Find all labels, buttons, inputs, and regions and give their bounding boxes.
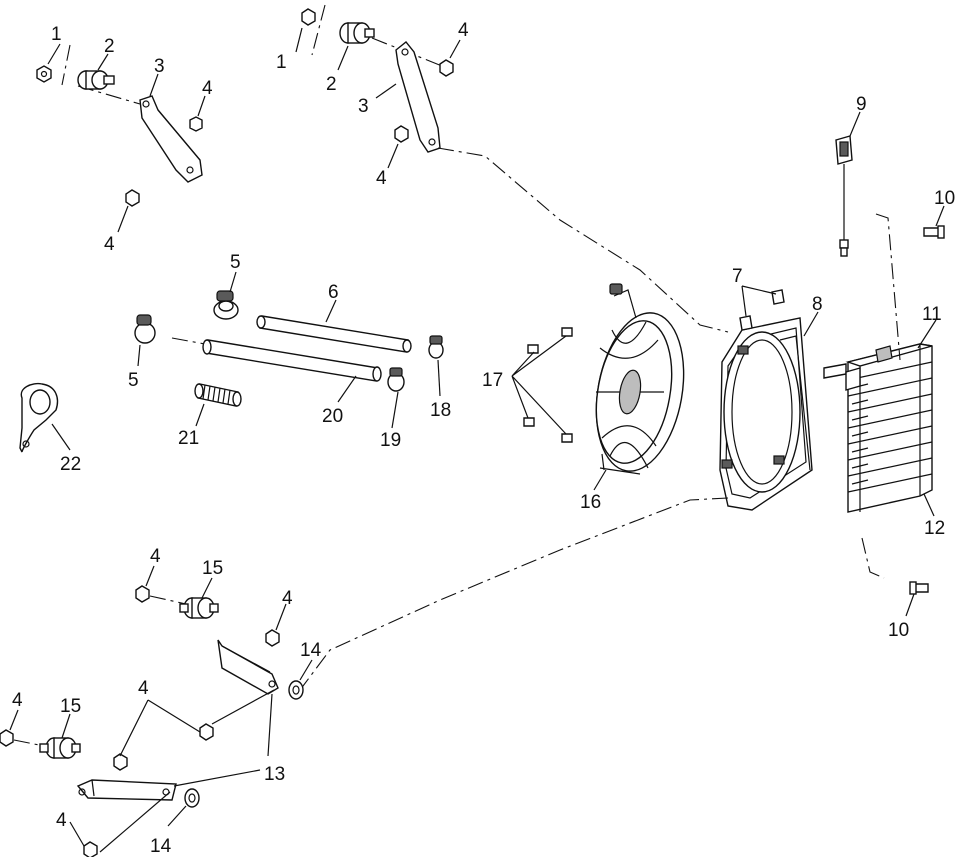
callout-2: 2 bbox=[104, 36, 115, 57]
callout-5: 5 bbox=[230, 252, 241, 273]
isolator-part-2 bbox=[77, 70, 115, 90]
callout-22: 22 bbox=[60, 454, 81, 475]
callout-12: 12 bbox=[924, 518, 945, 539]
nut-part-4 bbox=[394, 125, 409, 143]
nut-part-4 bbox=[199, 723, 214, 741]
callout-1: 1 bbox=[51, 24, 62, 45]
isolator-part-15 bbox=[179, 597, 219, 619]
nut-part-1 bbox=[36, 65, 52, 83]
radiator-part-11 bbox=[823, 343, 933, 513]
bracket-part-3 bbox=[139, 95, 203, 183]
lower-mount-lower bbox=[0, 699, 214, 857]
leader-line bbox=[211, 689, 275, 725]
bracket-part-13 bbox=[76, 779, 177, 801]
assembly-line bbox=[861, 537, 885, 579]
callout-2: 2 bbox=[326, 74, 337, 95]
clip-part-22 bbox=[19, 382, 59, 453]
callout-14: 14 bbox=[300, 640, 322, 661]
callout-4: 4 bbox=[56, 810, 67, 831]
callout-4: 4 bbox=[12, 690, 23, 711]
callout-17: 17 bbox=[482, 370, 503, 391]
isolator-part-2 bbox=[339, 22, 375, 44]
callout-7: 7 bbox=[732, 266, 743, 287]
callout-18: 18 bbox=[430, 400, 451, 421]
callout-21: 21 bbox=[178, 428, 199, 449]
callout-6: 6 bbox=[328, 282, 339, 303]
bolt-part-10 bbox=[909, 581, 929, 595]
lower-mount-upper bbox=[135, 565, 313, 700]
nut-part-4 bbox=[113, 753, 128, 771]
hose-group bbox=[19, 271, 444, 453]
callout-9: 9 bbox=[856, 94, 867, 115]
callout-10: 10 bbox=[934, 188, 955, 209]
hose-part-6 bbox=[256, 315, 412, 353]
callout-10: 10 bbox=[888, 620, 909, 641]
nut-part-4 bbox=[189, 116, 203, 132]
callout-11: 11 bbox=[922, 304, 942, 325]
bolt-part-10 bbox=[923, 225, 945, 239]
hose-part-20 bbox=[202, 339, 382, 382]
sleeve-part-21 bbox=[194, 383, 242, 407]
callout-15: 15 bbox=[202, 558, 223, 579]
nut-part-4 bbox=[135, 585, 150, 603]
nut-part-4 bbox=[125, 189, 140, 207]
fan-part-16 bbox=[595, 283, 685, 475]
assembly-line bbox=[875, 213, 901, 361]
isolator-part-15 bbox=[39, 737, 81, 759]
callout-3: 3 bbox=[358, 96, 369, 117]
callout-4: 4 bbox=[104, 234, 115, 255]
nut-part-4 bbox=[0, 729, 14, 747]
sensor-part-9 bbox=[835, 135, 853, 257]
clamp-part-5 bbox=[213, 290, 239, 320]
screw-part-17 bbox=[523, 327, 573, 443]
callout-3: 3 bbox=[154, 56, 165, 77]
washer-part-14 bbox=[288, 680, 304, 700]
callout-13: 13 bbox=[264, 764, 285, 785]
shroud-part-8 bbox=[719, 317, 813, 511]
callout-1: 1 bbox=[276, 52, 287, 73]
clamp-part-19 bbox=[387, 367, 405, 392]
callout-labels: 1 2 3 4 4 1 2 3 4 4 5 5 6 7 8 9 10 10 11… bbox=[12, 20, 955, 857]
callout-16: 16 bbox=[580, 492, 601, 513]
callout-19: 19 bbox=[380, 430, 401, 451]
nut-part-4 bbox=[265, 629, 280, 647]
assembly-line bbox=[437, 147, 729, 333]
nut-part-4 bbox=[439, 59, 454, 77]
callout-8: 8 bbox=[812, 294, 823, 315]
callout-5: 5 bbox=[128, 370, 139, 391]
callout-4: 4 bbox=[376, 168, 387, 189]
washer-part-14 bbox=[184, 788, 200, 808]
upper-left-mount bbox=[36, 43, 206, 233]
center-line bbox=[61, 44, 71, 86]
assembly-line bbox=[299, 497, 729, 691]
nut-part-1 bbox=[301, 8, 316, 26]
callout-15: 15 bbox=[60, 696, 81, 717]
clamp-part-18 bbox=[428, 335, 444, 359]
clamp-part-5 bbox=[134, 314, 156, 344]
bracket-part-13 bbox=[217, 639, 279, 695]
callout-4: 4 bbox=[202, 78, 213, 99]
callout-4: 4 bbox=[458, 20, 469, 41]
callout-20: 20 bbox=[322, 406, 343, 427]
callout-14: 14 bbox=[150, 836, 172, 857]
callout-4: 4 bbox=[282, 588, 293, 609]
leader-line bbox=[173, 693, 273, 787]
callout-4: 4 bbox=[138, 678, 149, 699]
nut-part-4 bbox=[83, 841, 98, 857]
callout-4: 4 bbox=[150, 546, 161, 567]
center-line bbox=[311, 4, 326, 56]
upper-middle-mount bbox=[295, 4, 729, 333]
